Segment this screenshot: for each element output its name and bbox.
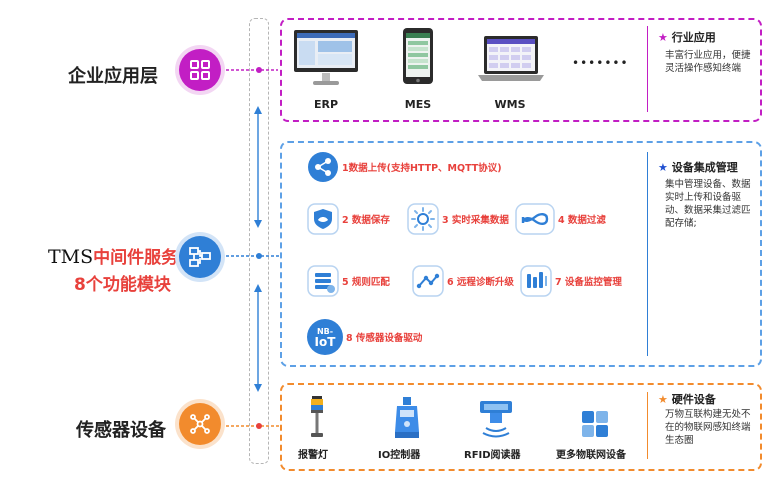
enterprise-grid-icon — [179, 49, 221, 91]
tms-side-title-text: 设备集成管理 — [671, 161, 738, 174]
iot-devices-icon — [581, 410, 609, 442]
sensor-side-title: ★ 硬件设备 — [658, 391, 716, 407]
infinity-filter-icon — [515, 203, 555, 235]
more-apps-ellipsis: ••••••• — [572, 56, 629, 70]
app-label-mes: MES — [404, 98, 432, 111]
tms-side-title: ★ 设备集成管理 — [658, 159, 738, 175]
star-icon: ★ — [658, 161, 668, 174]
module-8-label: 8 传感器设备驱动 — [346, 333, 423, 344]
sensor-hub-icon — [179, 403, 221, 445]
tms-rest: 中间件服务 — [93, 248, 179, 268]
module-6-label: 6 远程诊断升级 — [447, 277, 514, 288]
module-7-label: 7 设备监控管理 — [555, 277, 622, 288]
nb-badge-bottom: IoT — [314, 335, 336, 349]
module-2: 2 数据保存 — [307, 203, 390, 235]
monitor-bars-icon — [520, 265, 552, 297]
app-label-wms: WMS — [494, 98, 526, 111]
module-5-label: 5 规则匹配 — [342, 277, 390, 288]
laptop-icon — [476, 35, 546, 89]
enterprise-box — [280, 18, 762, 122]
star-icon: ★ — [658, 393, 668, 406]
io-controller-icon — [391, 396, 423, 444]
stack-rules-icon — [307, 265, 339, 297]
tms-sub-label: 8个功能模块 — [74, 275, 171, 295]
sensor-layer-label: 传感器设备 — [76, 420, 166, 441]
enterprise-divider — [647, 26, 648, 112]
rfid-reader-icon — [478, 400, 514, 442]
module-4-label: 4 数据过滤 — [558, 215, 606, 226]
enterprise-layer-label: 企业应用层 — [68, 66, 158, 87]
module-3-label: 3 实时采集数据 — [442, 215, 509, 226]
sun-collect-icon — [407, 203, 439, 235]
module-4: 4 数据过滤 — [515, 203, 606, 235]
hw-label-alarm-lamp: 报警灯 — [298, 450, 328, 461]
hw-label-rfid-reader: RFID阅读器 — [464, 450, 521, 461]
sensor-divider — [647, 392, 648, 459]
module-8: NB- IoT 8 传感器设备驱动 — [307, 319, 422, 355]
module-2-label: 2 数据保存 — [342, 215, 390, 226]
tms-layer-label: TMS中间件服务 — [48, 243, 178, 268]
hw-label-io-controller: IO控制器 — [378, 450, 421, 461]
sensor-box — [280, 383, 762, 471]
module-1-label: 1数据上传(支持HTTP、MQTT协议) — [342, 163, 502, 174]
tablet-icon — [402, 27, 434, 89]
module-7: 7 设备监控管理 — [520, 265, 622, 297]
star-icon: ★ — [658, 31, 668, 44]
tms-box — [280, 141, 762, 367]
tms-prefix: TMS — [48, 246, 94, 268]
tms-divider — [647, 152, 648, 356]
enterprise-side-title: ★ 行业应用 — [658, 29, 716, 45]
sensor-side-desc: 万物互联构建无处不在的物联网感知终端生态圈 — [665, 409, 751, 446]
sensor-side-title-text: 硬件设备 — [671, 393, 716, 406]
enterprise-side-title-text: 行业应用 — [671, 31, 716, 44]
nb-iot-icon: NB- IoT — [307, 319, 343, 355]
nb-badge-top: NB- — [316, 327, 334, 336]
vertical-rail — [249, 18, 269, 464]
app-label-erp: ERP — [313, 98, 339, 111]
upload-share-icon — [307, 151, 339, 183]
tms-network-icon — [179, 236, 221, 278]
tms-side-desc: 集中管理设备、数据实时上传和设备驱动、数据采集过滤匹配存储; — [665, 179, 751, 229]
module-1: 1数据上传(支持HTTP、MQTT协议) — [307, 151, 502, 183]
module-6: 6 远程诊断升级 — [412, 265, 514, 297]
diagnosis-chart-icon — [412, 265, 444, 297]
desktop-monitor-icon — [293, 29, 359, 93]
module-5: 5 规则匹配 — [307, 265, 390, 297]
alarm-lamp-icon — [307, 395, 327, 443]
shield-save-icon — [307, 203, 339, 235]
hw-label-more-iot: 更多物联网设备 — [556, 450, 626, 461]
enterprise-side-desc: 丰富行业应用，便捷灵活操作感知终端 — [665, 50, 751, 74]
module-3: 3 实时采集数据 — [407, 203, 509, 235]
